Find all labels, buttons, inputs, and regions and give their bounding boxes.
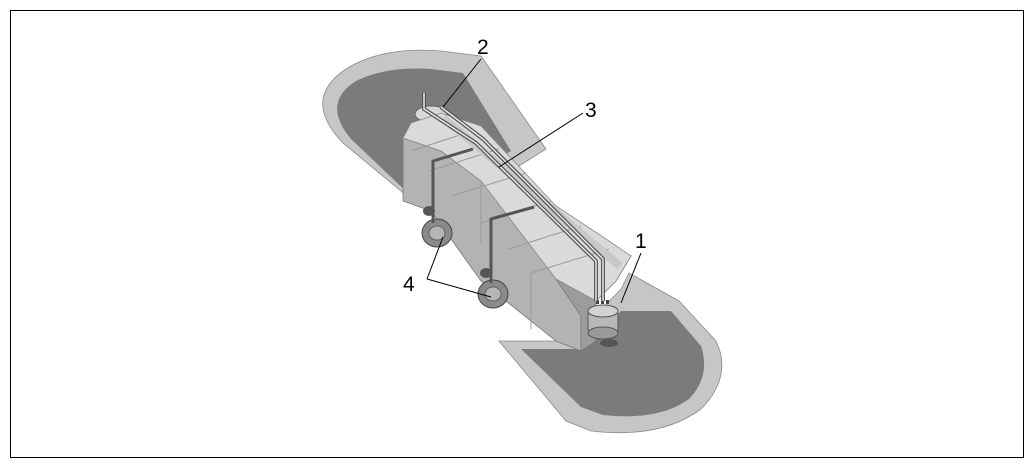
callout-1: 1: [635, 230, 647, 253]
front-field-inner: [521, 311, 705, 417]
rear-wheel: [421, 206, 453, 248]
front-wheel: [477, 268, 509, 309]
front-scanner-connectors: [596, 300, 609, 304]
callout-4: 4: [403, 273, 415, 296]
cables: [422, 93, 605, 301]
leader-1: [620, 252, 642, 304]
wheels: [421, 206, 509, 309]
scanner-cable-inner: [423, 93, 597, 301]
leader-3: [498, 112, 584, 168]
callout-leaders: [426, 58, 642, 304]
vehicle-diagram: 1 2 3 4: [322, 36, 723, 434]
callout-3: 3: [585, 99, 597, 122]
front-scanner: [587, 300, 619, 347]
leader-4b: [426, 278, 492, 298]
scanner-cable-inner-2: [440, 106, 604, 301]
rear-encoder-cable: [431, 147, 474, 223]
leader-4a: [426, 236, 444, 280]
front-encoder-cable: [489, 205, 535, 283]
diagram-frame: 1 2 3 4: [10, 10, 1024, 458]
leader-2: [442, 58, 482, 108]
front-protective-field: [498, 272, 723, 434]
callout-2: 2: [477, 36, 489, 59]
